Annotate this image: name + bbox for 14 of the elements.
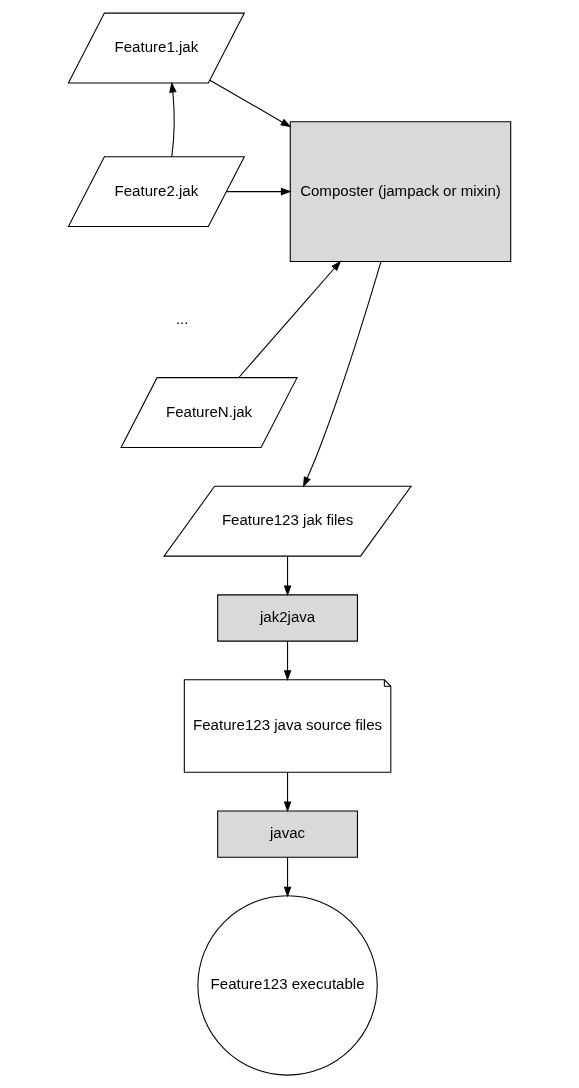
node-box: javac bbox=[217, 810, 358, 858]
arrow bbox=[283, 857, 292, 898]
arrow bbox=[238, 260, 342, 379]
node-box: jak2java bbox=[217, 594, 358, 642]
arrow bbox=[283, 641, 292, 682]
node-box: Composter (jampack or mixin) bbox=[289, 121, 512, 263]
node-circle: Feature123 executable bbox=[197, 895, 378, 1076]
arrow bbox=[283, 771, 292, 813]
arrow bbox=[225, 187, 292, 196]
arrow bbox=[283, 555, 292, 597]
arrow bbox=[209, 79, 292, 128]
arrow bbox=[169, 81, 177, 158]
arrow bbox=[302, 261, 382, 488]
label: ... bbox=[175, 309, 189, 327]
